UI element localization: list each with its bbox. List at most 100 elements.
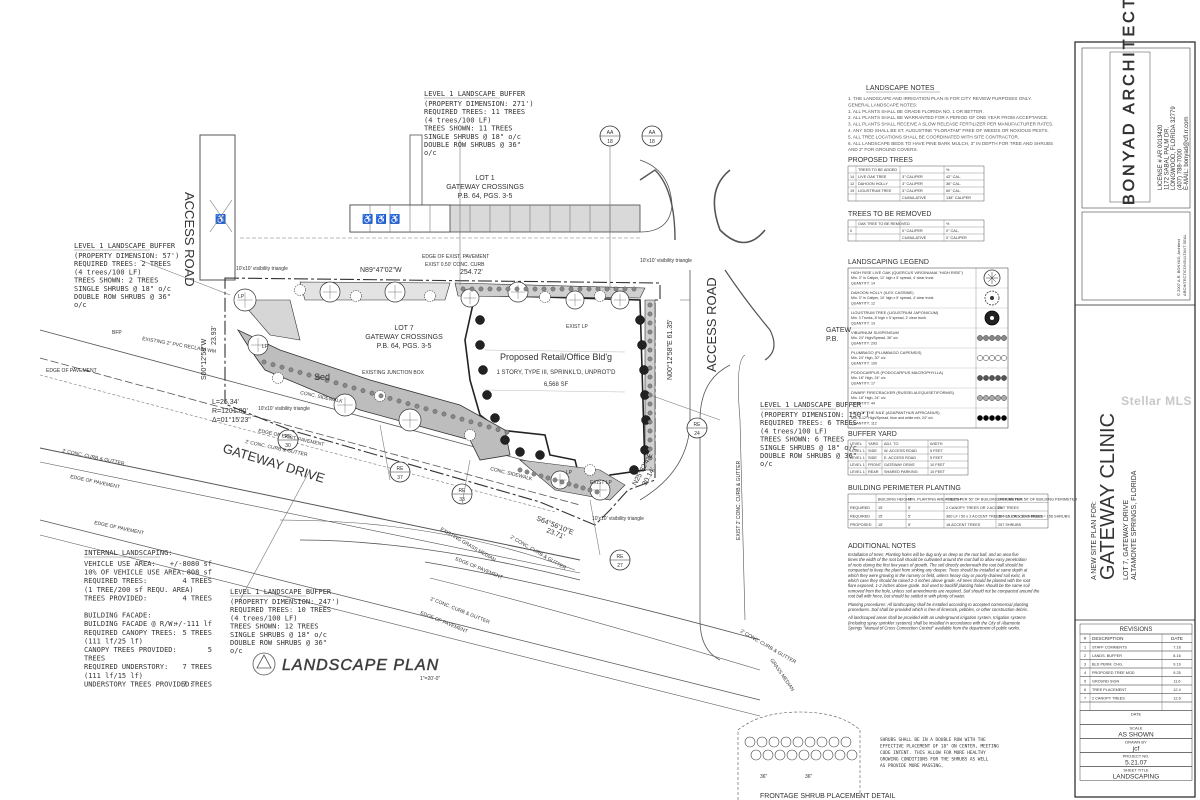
revision-cell: 9.19 (1173, 663, 1180, 667)
table-cell: BUILDING HEIGHT (878, 498, 912, 502)
landscape-note-line: 1. THE LANDSCAPE AND IRRIGATION PLAN IS … (848, 96, 1032, 101)
firecracker-icon (989, 395, 995, 401)
table-cell: REQUIRED (850, 515, 870, 519)
table-cell: SHRUBS PER 50' OF BUILDING PERIMETER (998, 498, 1077, 502)
shrub-icon (524, 469, 530, 475)
dahoon-holly-icon (584, 464, 596, 476)
ligustrum-icon (475, 315, 485, 325)
revision-cell: BLD PERM. CHG. (1092, 663, 1123, 667)
legend-item-spec: Min. 3 Trunks, 8' high x 5' spread, 2' c… (851, 316, 926, 320)
conc-curb-gutter-label-3: 2' CONC. CURB & GUTTER (509, 535, 567, 572)
access-road-east-label: ACCESS ROAD (704, 277, 719, 372)
lily-icon (1001, 415, 1007, 421)
lily-icon (989, 415, 995, 421)
shrub-icon (647, 356, 653, 362)
buffer-bottom-line: TREES SHOWN: 12 TREES (230, 623, 319, 631)
legend-item-name: DWARF FIRECRACKER (RUSSELIA EQUISETIFORM… (851, 390, 955, 395)
table-cell: OAK TREE TO BE REMOVED (858, 222, 910, 226)
section-marker-re-30: RE 30 (277, 429, 299, 451)
lily-icon (983, 415, 989, 421)
shrub-icon (342, 383, 348, 388)
table-cell: 42" CAL. (946, 175, 961, 179)
legend-item-spec: Min. 3" in Caliper, 10' high x 5' spread… (851, 296, 934, 300)
internal-label: REQUIRED CANOPY TREES: (84, 629, 177, 637)
shrub-icon (631, 286, 637, 292)
shrub-icon (647, 401, 653, 407)
shrub-icon (504, 429, 510, 435)
shrub-icon (351, 385, 357, 391)
internal-label: UNDERSTORY TREES PROVIDED: (84, 680, 194, 688)
additional-note-line: which case they should be raised 2-3 inc… (848, 578, 1031, 583)
firm-name: BONYAD ARCHITECT (1121, 0, 1138, 205)
shrub-icon (396, 398, 402, 404)
ligustrum-icon (639, 365, 649, 375)
dahoon-holly-icon (350, 290, 362, 302)
table-cell: 0 (850, 229, 852, 233)
table-cell: YARD (868, 442, 879, 446)
ligustrum-icon (515, 447, 525, 457)
firm-info-line: LICENSE # AR 0013420 (1158, 124, 1164, 190)
buffer-top-line: o/c (424, 149, 437, 157)
revision-cell: 9.25 (1173, 671, 1180, 675)
title-block-label: SCALE (1129, 726, 1142, 731)
internal-value: 4 TREES (182, 594, 212, 602)
internal-label: BUILDING FACADE: (84, 612, 151, 620)
firecracker-icon (995, 395, 1001, 401)
svg-text:BUFFER YARD: BUFFER YARD (848, 431, 897, 438)
additional-note-line: Springs "Manual of Cross Connection Cont… (848, 626, 1020, 631)
legend-item-qty: QUANTITY: 44 (851, 402, 875, 406)
exist-lp-label-1: EXIST LP (566, 324, 589, 330)
buffer-note-right: LEVEL 1 LANDSCAPE BUFFER (PROPERTY DIMEN… (760, 401, 870, 468)
sed-label: Sed (314, 372, 330, 382)
visibility-triangle-label-4: 10'x10' visibility triangle (592, 516, 644, 522)
lp-label-3: LP (566, 470, 573, 476)
building-area: 6,568 SF (544, 382, 569, 388)
dahoon-holly-icon (594, 290, 606, 302)
buffer-bottom-line: (4 trees/100 LF) (230, 614, 297, 622)
project-address-1: LOT 7, GATEWAY DRIVE (1123, 500, 1130, 580)
landscape-notes: LANDSCAPE NOTES 1. THE LANDSCAPE AND IRR… (848, 85, 1054, 152)
revision-cell: 2 (1084, 654, 1086, 658)
internal-value: 5 TREES (182, 629, 212, 637)
additional-note-line: of roots during the first few years of g… (848, 562, 1024, 567)
shrub-icon (647, 383, 653, 389)
svg-text:18: 18 (649, 139, 655, 145)
project-intro: A NEW SITE PLAN FOR: (1091, 501, 1098, 580)
shrub-icon (594, 489, 600, 495)
shrub-icon (459, 416, 465, 422)
table-cell: FRONT (868, 463, 882, 467)
shrub-icon (279, 364, 285, 370)
internal-label: REQUIRED TREES: (84, 577, 147, 585)
buffer-right-line: (4 trees/100 LF) (760, 427, 827, 435)
legend-item-qty: QUANTITY: 12 (851, 302, 875, 306)
revision-cell: 6 (1084, 688, 1086, 692)
visibility-triangle-label-3: 10'x10' visibility triangle (258, 406, 310, 412)
shrub-icon (647, 410, 653, 416)
podocarpus-icon (995, 375, 1001, 381)
buffer-right-line: (PROPERTY DIMENSION: 150') (760, 411, 870, 419)
svg-text:LEVEL 1 LANDSCAPE BUFFER: LEVEL 1 LANDSCAPE BUFFER (74, 242, 176, 250)
buffer-left-line: o/c (74, 301, 87, 309)
ligustrum-icon (500, 435, 510, 445)
shrub-icon (423, 406, 429, 412)
shrub-icon (568, 286, 574, 292)
dahoon-holly-icon (539, 291, 551, 303)
table-cell: 18 ACCENT TREES (946, 523, 981, 527)
buffer-top-line: REQUIRED TREES: 11 TREES (424, 108, 525, 116)
table-cell: 5' (908, 506, 911, 510)
buffer-bottom-line: SINGLE SHRUBS @ 18" o/c (230, 631, 327, 639)
lot7-label-3: P.B. 64, PGS. 3-5 (377, 343, 432, 350)
table-cell: REAR (868, 470, 879, 474)
curve-length: L=26.34' (212, 399, 239, 406)
dahoon-holly-icon (294, 284, 306, 296)
shrub-icon (478, 286, 484, 292)
curve-radius: R=1201.00' (212, 408, 248, 415)
table-cell: TREES PER 50' OF BUILDING PERIMETER (946, 498, 1022, 502)
shrub-icon (297, 370, 303, 375)
table-cell: MIN. PLANTING AREA DEPTH (908, 498, 961, 502)
revision-cell: 2 CANOPY TREES (1092, 697, 1125, 701)
table-cell: 5 FEET (930, 456, 944, 460)
shrub-icon (333, 380, 339, 386)
